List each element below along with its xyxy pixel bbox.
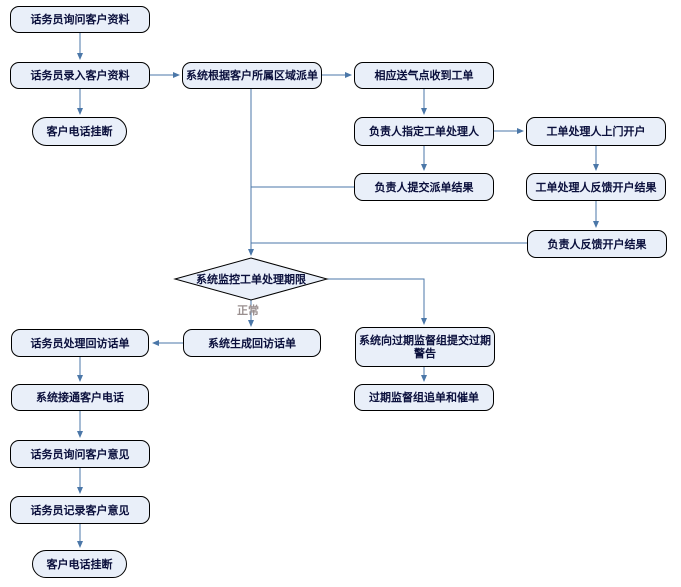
node-monitor-deadline: 系统监控工单处理期限 [196, 272, 306, 286]
node-connect-customer-phone: 系统接通客户电话 [11, 384, 149, 411]
node-customer-hangup-2: 客户电话挂断 [32, 550, 127, 578]
node-assign-order-handler: 负责人指定工单处理人 [354, 117, 494, 146]
node-handle-callback-sheet: 话务员处理回访话单 [11, 329, 149, 357]
node-ask-customer-info: 话务员询问客户资料 [10, 6, 150, 33]
node-ask-customer-opinion: 话务员询问客户意见 [10, 440, 150, 468]
node-generate-callback-sheet: 系统生成回访话单 [183, 329, 321, 357]
node-manager-feedback-result: 负责人反馈开户结果 [527, 230, 667, 258]
edge-label-normal: 正常 [237, 304, 259, 317]
node-submit-dispatch-result: 负责人提交派单结果 [354, 173, 494, 201]
node-handler-onsite-open: 工单处理人上门开户 [526, 117, 666, 146]
node-customer-hangup-1: 客户电话挂断 [32, 117, 127, 146]
node-handler-feedback-result: 工单处理人反馈开户结果 [526, 173, 666, 201]
node-system-dispatch: 系统根据客户所属区域派单 [182, 62, 322, 89]
edge-monitor-to-warning [327, 278, 427, 325]
node-gas-point-receive-order: 相应送气点收到工单 [354, 62, 494, 89]
node-overdue-group-chase: 过期监督组追单和催单 [354, 384, 494, 411]
node-submit-overdue-warning: 系统向过期监督组提交过期警告 [355, 327, 495, 367]
node-record-customer-opinion: 话务员记录客户意见 [10, 496, 150, 524]
decision-diamond-shape [173, 257, 329, 301]
node-enter-customer-info: 话务员录入客户资料 [10, 62, 150, 89]
